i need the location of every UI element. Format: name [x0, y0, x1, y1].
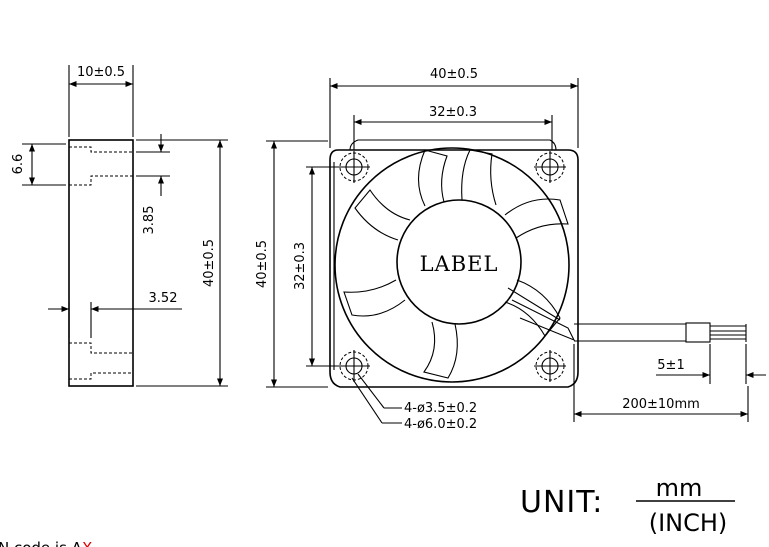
unit-denominator: (INCH) — [649, 509, 728, 537]
hub-label: LABEL — [420, 252, 499, 276]
dim-side-hole: 3.52 — [149, 291, 178, 306]
dim-side-height: 6.6 — [11, 154, 26, 175]
dim-front-width: 40±0.5 — [430, 67, 478, 82]
note: N code is AX — [0, 539, 92, 547]
leader-hole-large — [351, 377, 383, 424]
side-hole-bottom-lower — [69, 372, 133, 380]
note-mark: X — [82, 539, 92, 547]
dim-front-pitch: 32±0.3 — [429, 105, 477, 120]
fan-blades — [343, 149, 569, 379]
fan-frame — [329, 149, 579, 388]
side-hole-top-lower — [69, 175, 133, 186]
fan-wire — [574, 322, 747, 343]
side-hole-top-upper — [69, 146, 133, 153]
cable-strain-relief — [511, 299, 576, 342]
dim-wire-strip: 5±1 — [657, 358, 684, 373]
side-body-outline — [68, 139, 134, 387]
mounting-holes — [338, 151, 566, 382]
dim-hole-small: 4-ø3.5±0.2 — [404, 401, 477, 416]
note-text: N code is AX — [0, 539, 92, 547]
leader-hole-small — [357, 373, 385, 409]
unit-prefix: UNIT: — [520, 485, 603, 520]
dim-side-total: 40±0.5 — [202, 239, 217, 287]
side-hole-bottom-upper — [69, 342, 133, 354]
dim-side-rib: 3.85 — [142, 206, 157, 235]
fan-hub — [396, 199, 522, 325]
wire-connector — [685, 322, 711, 343]
dim-side-width: 10±0.5 — [77, 65, 125, 80]
note-text-main: N code is A — [0, 539, 83, 547]
dim-front-height: 40±0.5 — [255, 240, 270, 288]
front-view: LABEL 40±0.5 32±0.3 40±0.5 3 — [255, 67, 766, 432]
side-view: 10±0.5 6.6 3.85 40±0.5 3.52 — [11, 65, 228, 387]
fan-blade-ring — [334, 147, 570, 383]
unit-numerator: mm — [656, 474, 703, 502]
dim-hole-large: 4-ø6.0±0.2 — [404, 417, 477, 432]
dim-wire-length: 200±10mm — [622, 397, 700, 412]
unit-block: UNIT: mm (INCH) — [520, 474, 735, 537]
dim-front-vertical-pitch: 32±0.3 — [293, 242, 308, 290]
